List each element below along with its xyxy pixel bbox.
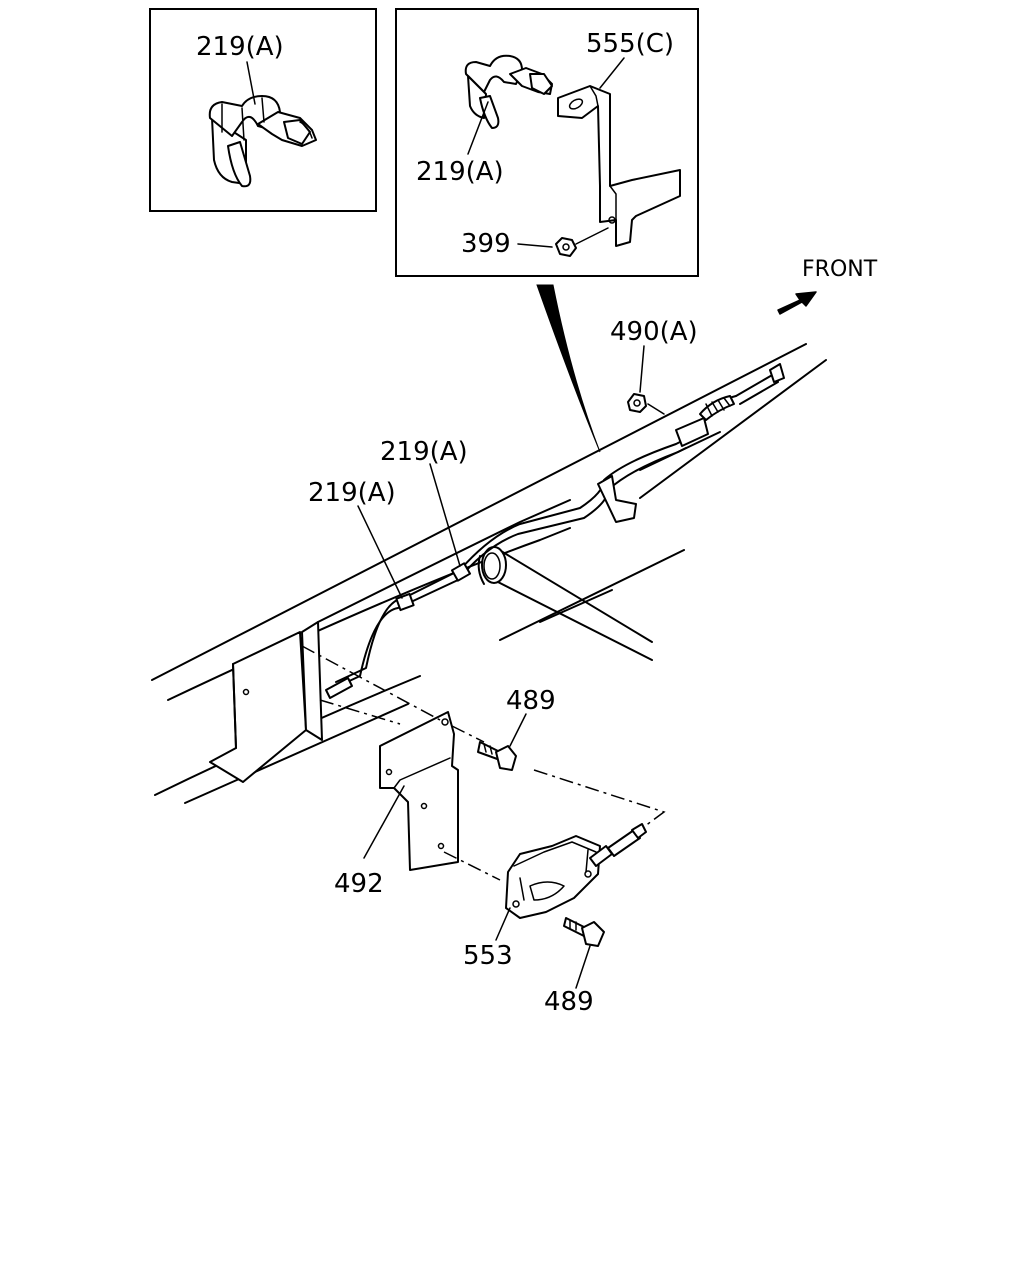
leader-inset1	[246, 61, 256, 105]
frame-lower-edge-right-2	[539, 589, 613, 623]
cable-end-stub	[325, 677, 353, 699]
frame-rail-top-edge	[151, 343, 807, 681]
leader-492	[363, 785, 405, 859]
frame-rail-edge-2	[167, 527, 571, 701]
inset-box-bracket: 555(C) 219(A) 399	[395, 8, 699, 277]
clip-219-detail-1	[208, 95, 317, 188]
leader-489-lower	[575, 945, 591, 989]
leader-219a-lower	[357, 505, 403, 599]
inset-frame-1	[149, 8, 377, 212]
axle-tube	[477, 546, 653, 661]
front-label: FRONT	[802, 257, 878, 282]
bracket-492: 492	[334, 711, 459, 899]
callout-219a-lower: 219(A)	[308, 478, 396, 508]
cable-clip-lower	[395, 592, 415, 612]
cable-bracket-555	[597, 475, 637, 523]
leader-489-upper	[509, 713, 527, 747]
frame-rail-lower-edge-2	[184, 703, 409, 804]
callout-219a-upper: 219(A)	[380, 437, 468, 467]
bolt-489-lower: 489	[544, 917, 605, 1017]
callout-489-upper: 489	[506, 686, 556, 716]
inset-box-clip: 219(A)	[149, 8, 377, 212]
callout-553: 553	[463, 941, 513, 971]
inset-frame-2	[395, 8, 699, 277]
leader-555c	[599, 57, 625, 89]
crossmember-plate	[209, 621, 323, 783]
front-direction: FRONT	[777, 257, 878, 315]
cable-clip-upper	[450, 562, 472, 582]
frame-lower-edge-right	[499, 549, 685, 641]
assembly-alignment-lines	[301, 645, 666, 881]
bracket-555-detail	[557, 85, 681, 247]
parking-brake-cable	[329, 363, 785, 691]
leader-inset2-clip	[467, 101, 489, 155]
leader-490	[639, 345, 645, 393]
leader-219a-upper	[429, 463, 461, 567]
callout-219a-inset2: 219(A)	[416, 157, 504, 187]
nut-399-detail	[555, 227, 609, 257]
front-arrow-icon	[777, 291, 817, 315]
detail-pointer-wedge	[536, 284, 601, 453]
callout-490a: 490(A)	[610, 317, 698, 347]
nut-490: 490(A)	[610, 317, 698, 415]
callout-219a-inset1: 219(A)	[196, 32, 284, 62]
frame-rail-flange	[317, 499, 571, 623]
callout-489-lower: 489	[544, 987, 594, 1017]
callout-555c: 555(C)	[586, 29, 674, 59]
leader-399	[517, 243, 553, 248]
actuator-553: 553	[463, 823, 647, 971]
frame-rail-edge-3	[639, 359, 827, 499]
bolt-489-upper: 489	[477, 686, 556, 771]
callout-399: 399	[461, 229, 511, 259]
leader-553	[495, 907, 511, 941]
callout-492: 492	[334, 869, 384, 899]
clip-219-detail-2	[464, 54, 553, 129]
